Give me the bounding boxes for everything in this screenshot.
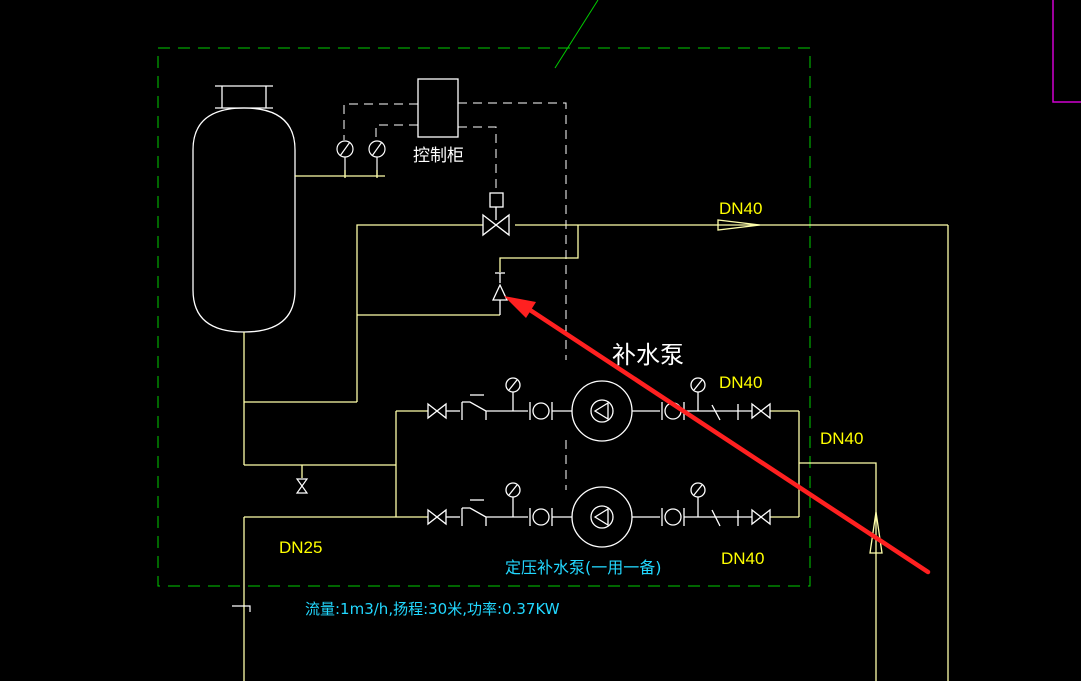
pump-specs: 流量:1m3/h,扬程:30米,功率:0.37KW	[305, 600, 560, 618]
drain-valve-icon	[295, 478, 309, 494]
dn40-top-label: DN40	[719, 199, 762, 218]
control-cabinet	[417, 78, 459, 138]
pump-row-1	[427, 377, 771, 442]
control-cabinet-label: 控制柜	[413, 146, 464, 166]
pressure-gauge-icon	[336, 140, 386, 175]
yellow-piping	[243, 170, 949, 681]
equipment-boundary	[157, 47, 811, 587]
dn40-pump2-label: DN40	[721, 549, 764, 568]
pump-caption: 定压补水泵(一用一备)	[505, 558, 662, 577]
magenta-corner-line	[1052, 0, 1081, 103]
flow-arrow-right-icon	[717, 219, 761, 231]
dn25-label: DN25	[279, 538, 322, 557]
red-annotation-arrow	[504, 296, 931, 575]
pump-row-2	[427, 482, 771, 548]
pressure-tank	[192, 85, 296, 333]
dn40-right-label: DN40	[820, 429, 863, 448]
makeup-pump-label: 补水泵	[612, 341, 684, 369]
pipe-end-icon	[232, 605, 251, 612]
safety-valve-icon	[491, 272, 509, 315]
flow-arrow-up-icon	[869, 511, 883, 554]
dn40-pump1-label: DN40	[719, 373, 762, 392]
green-diagonal-line	[554, 0, 599, 69]
control-wiring	[343, 102, 567, 490]
motorized-valve-icon	[482, 192, 510, 237]
